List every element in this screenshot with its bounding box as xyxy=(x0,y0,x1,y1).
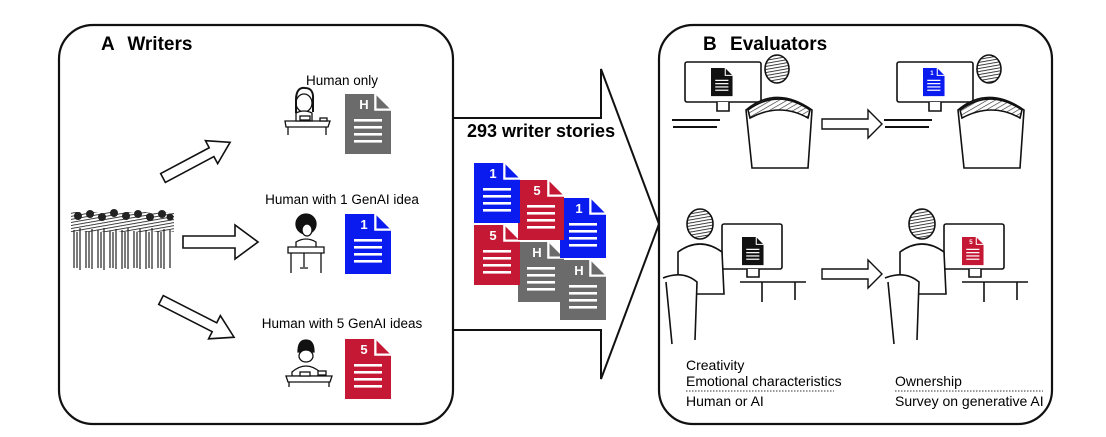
panel-writers-letter: A xyxy=(101,34,115,55)
doc-five-ideas: 5 xyxy=(345,339,391,399)
arrow-to-human-only xyxy=(159,139,232,184)
writer-human-only-illustration xyxy=(284,86,331,135)
document-letter: 1 xyxy=(489,166,496,181)
evaluator-2-transition-arrow xyxy=(821,258,883,290)
evaluator-2-before-illustration xyxy=(662,208,806,345)
condition-label-human-only: Human only xyxy=(306,73,378,88)
condition-label-five-ideas: Human with 5 GenAI ideas xyxy=(262,316,423,331)
evaluator-1-screen-doc-one-idea: 1 xyxy=(923,68,945,97)
story-count-label: 293 writer stories xyxy=(467,121,615,141)
svg-text:B Evaluators: B Evaluators xyxy=(703,34,827,55)
panel-writers-title: Writers xyxy=(127,34,192,55)
arrow-to-five-ideas xyxy=(157,294,236,340)
arrow-to-one-idea xyxy=(182,223,260,261)
measure-item: Survey on generative AI xyxy=(895,393,1044,409)
stack-doc: H xyxy=(560,260,606,320)
stack-doc: 5 xyxy=(518,180,564,240)
panel-evaluators: B Evaluators xyxy=(657,23,1054,426)
measure-item: Human or AI xyxy=(686,393,764,409)
measures-after: Ownership Survey on generative AI xyxy=(895,373,1044,409)
document-letter: 5 xyxy=(360,342,367,357)
panel-evaluators-letter: B xyxy=(703,34,717,55)
stack-doc: 5 xyxy=(474,225,520,285)
crowd-illustration xyxy=(71,209,174,270)
story-stack: H H 5 1 5 1 xyxy=(474,163,606,320)
writer-five-ideas-illustration xyxy=(285,339,333,387)
condition-label-one-idea: Human with 1 GenAI idea xyxy=(265,192,419,207)
document-letter: 1 xyxy=(575,201,582,216)
document-letter: 1 xyxy=(930,70,934,77)
document-letter: H xyxy=(359,97,368,112)
document-letter: 1 xyxy=(360,217,367,232)
measures-before: Creativity Emotional characteristics Hum… xyxy=(686,357,842,409)
evaluator-2-screen-doc-five-ideas: 5 xyxy=(962,237,984,266)
panel-writers: A Writers Human only Human with 1 GenAI … xyxy=(57,23,455,426)
evaluator-2-after-illustration: 5 xyxy=(884,208,1028,345)
evaluator-1-after-illustration: 1 xyxy=(884,54,1025,169)
document-letter: 5 xyxy=(969,239,973,246)
stack-doc: H xyxy=(518,242,564,302)
stack-doc: 1 xyxy=(560,198,606,258)
measure-item: Emotional characteristics xyxy=(686,373,842,389)
evaluator-1-before-illustration xyxy=(672,54,813,169)
measure-item: Ownership xyxy=(895,373,962,389)
measure-item: Creativity xyxy=(686,357,744,373)
document-letter: 5 xyxy=(533,183,540,198)
panel-evaluators-title: Evaluators xyxy=(730,34,827,55)
stack-doc: 1 xyxy=(474,163,520,223)
writer-one-idea-illustration xyxy=(287,213,325,273)
document-letter: 5 xyxy=(489,228,496,243)
doc-human-only: H xyxy=(345,94,391,154)
document-letter: H xyxy=(574,263,583,278)
evaluator-1-transition-arrow xyxy=(821,108,883,140)
document-letter: H xyxy=(532,245,541,260)
svg-text:A Writers: A Writers xyxy=(101,34,192,55)
doc-one-idea: 1 xyxy=(345,214,391,274)
